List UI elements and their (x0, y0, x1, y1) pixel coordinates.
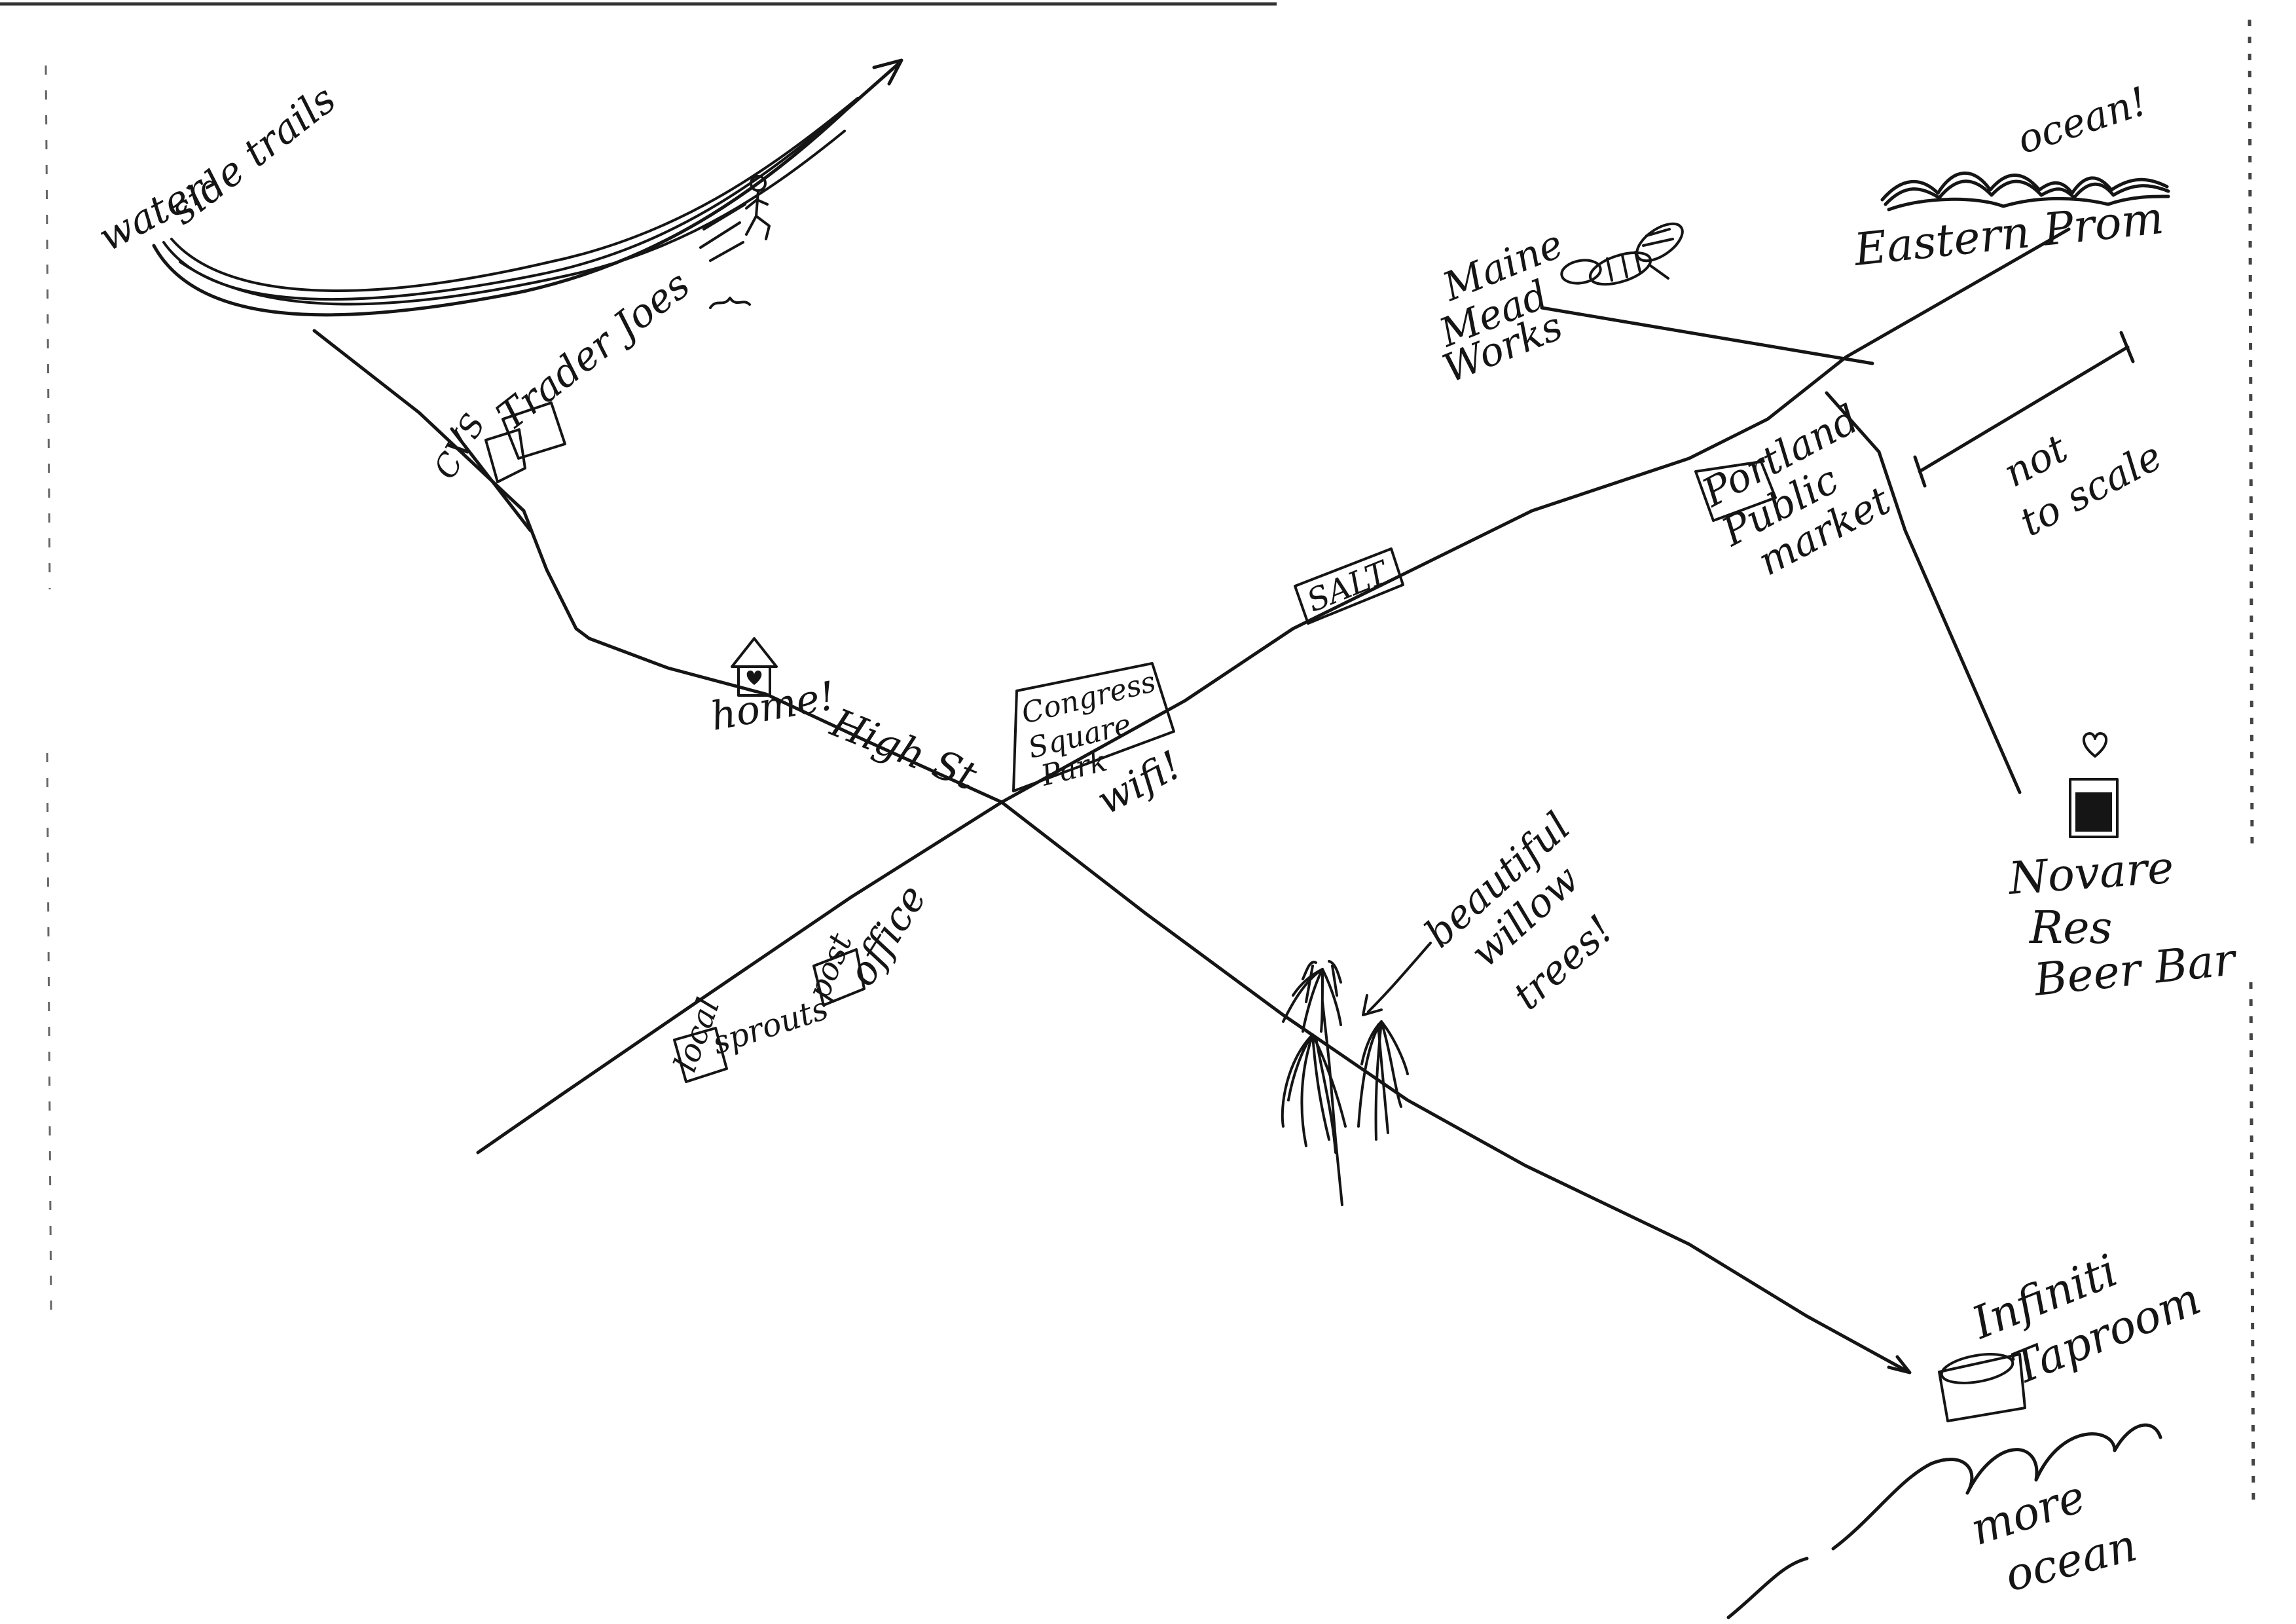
road-salt (1000, 227, 2071, 804)
heart-icon (746, 671, 762, 685)
congress-square-park-sign (1012, 662, 1175, 792)
trader-joes-label: Trader Joes (488, 262, 699, 440)
ocean-waves-icon (1880, 171, 2170, 212)
road-eastern-side (1825, 391, 2022, 794)
portland-public-market-sign (1694, 460, 1777, 522)
beer-glass-icon (2069, 778, 2119, 838)
novare-label-line1: Novare (2006, 842, 2176, 906)
waterside-trails-label-line2: side trails (161, 77, 344, 234)
salt-sign (1294, 547, 1404, 625)
scan-edge-artifacts (0, 2, 2255, 1507)
road-willow (1000, 800, 1910, 1374)
more-ocean-waves-icon (1726, 1423, 2162, 1619)
high-st-label: High St (824, 700, 983, 800)
waterside-trail-curves (152, 58, 903, 317)
road-maine-mead (1540, 306, 1874, 365)
bee-icon (1560, 222, 1684, 286)
novare-label-line2: Res (2028, 902, 2112, 954)
scale-bar (1913, 331, 2135, 488)
road-post-office (476, 800, 1004, 1154)
roads (312, 227, 2071, 1375)
salt-label: SALT (1302, 553, 1395, 619)
heart-icon-novare (2082, 732, 2108, 758)
infiniti-taproom-icon (1938, 1353, 2026, 1422)
ocean-label: ocean! (2012, 79, 2153, 164)
road-cvs-branch (450, 427, 532, 532)
hiker-icon (699, 175, 771, 309)
house-icon (731, 637, 778, 697)
local-sprouts-label-line2: sprouts (708, 990, 832, 1062)
trader-joes-store-icon (501, 401, 566, 460)
willow-arrow (1362, 942, 1432, 1016)
willow-tree-icon (1281, 960, 1409, 1206)
local-sprouts-sign (673, 1027, 728, 1083)
road-high-st (522, 509, 1004, 804)
post-office-sign (812, 948, 866, 1006)
